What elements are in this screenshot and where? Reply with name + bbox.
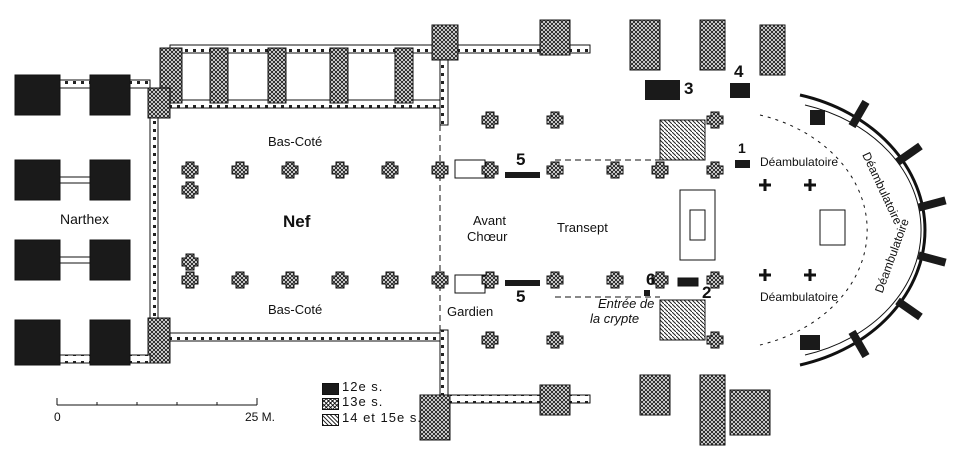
pier bbox=[606, 271, 624, 289]
legend-label-14-15: 14 et 15e s. bbox=[342, 410, 422, 425]
pier bbox=[381, 161, 399, 179]
label-bas-cote-bottom: Bas-Coté bbox=[268, 302, 323, 317]
pier bbox=[706, 271, 724, 289]
legend-swatch-14-15 bbox=[322, 414, 339, 426]
pier bbox=[231, 271, 249, 289]
pier bbox=[181, 271, 199, 289]
scale-start: 0 bbox=[54, 410, 61, 424]
label-transept: Transept bbox=[557, 220, 608, 235]
apse-buttresses bbox=[848, 99, 947, 359]
pier bbox=[706, 161, 724, 179]
pier bbox=[381, 271, 399, 289]
pier bbox=[546, 331, 564, 349]
pier bbox=[231, 161, 249, 179]
vault-lines bbox=[439, 114, 868, 346]
label-nef: Nef bbox=[283, 212, 311, 231]
pier bbox=[181, 181, 199, 199]
pier bbox=[431, 271, 449, 289]
pier bbox=[331, 161, 349, 179]
legend-swatch-13 bbox=[322, 398, 339, 410]
pier bbox=[606, 161, 624, 179]
label-bas-cote-top: Bas-Coté bbox=[268, 134, 323, 149]
scale-end: 25 M. bbox=[245, 410, 276, 424]
pier bbox=[706, 331, 724, 349]
pier bbox=[651, 161, 669, 179]
marker-1: 1 bbox=[738, 140, 746, 156]
piers bbox=[181, 111, 816, 349]
cross-marker bbox=[759, 269, 771, 281]
pier bbox=[281, 271, 299, 289]
pier bbox=[706, 111, 724, 129]
label-narthex: Narthex bbox=[60, 211, 110, 227]
pier bbox=[546, 111, 564, 129]
cross-marker bbox=[759, 179, 771, 191]
chapel-piers bbox=[147, 19, 786, 446]
marker-5-top: 5 bbox=[516, 150, 526, 169]
label-entree-crypte-1: Entrée de bbox=[598, 296, 655, 311]
pier bbox=[281, 161, 299, 179]
label-gardien: Gardien bbox=[447, 304, 494, 319]
scale-bar bbox=[56, 398, 258, 406]
cross-marker bbox=[804, 179, 816, 191]
pier bbox=[481, 161, 499, 179]
marker-2: 2 bbox=[702, 283, 712, 302]
marker-3: 3 bbox=[684, 79, 694, 98]
pier bbox=[651, 271, 669, 289]
marker-4: 4 bbox=[734, 62, 744, 81]
label-choeur: Chœur bbox=[467, 229, 508, 244]
pier bbox=[181, 161, 199, 179]
pier bbox=[481, 111, 499, 129]
pier bbox=[331, 271, 349, 289]
marker-5-bottom: 5 bbox=[516, 287, 526, 306]
pier bbox=[546, 271, 564, 289]
twelfth-century-marks bbox=[505, 80, 825, 350]
choir-screen bbox=[454, 119, 846, 341]
legend-label-13: 13e s. bbox=[342, 394, 384, 409]
cross-marker bbox=[804, 269, 816, 281]
narthex-structure bbox=[14, 74, 151, 366]
marker-6: 6 bbox=[646, 270, 656, 289]
pier bbox=[481, 271, 499, 289]
pier bbox=[481, 331, 499, 349]
legend-swatch-12 bbox=[322, 383, 339, 395]
pier bbox=[181, 253, 199, 271]
label-avant: Avant bbox=[473, 213, 507, 228]
pier bbox=[546, 161, 564, 179]
label-entree-crypte-2: la crypte bbox=[590, 311, 640, 326]
legend-label-12: 12e s. bbox=[342, 379, 384, 394]
label-deambulatoire-top: Déambulatoire bbox=[760, 155, 839, 169]
pier bbox=[431, 161, 449, 179]
label-deambulatoire-bottom: Déambulatoire bbox=[760, 290, 839, 304]
